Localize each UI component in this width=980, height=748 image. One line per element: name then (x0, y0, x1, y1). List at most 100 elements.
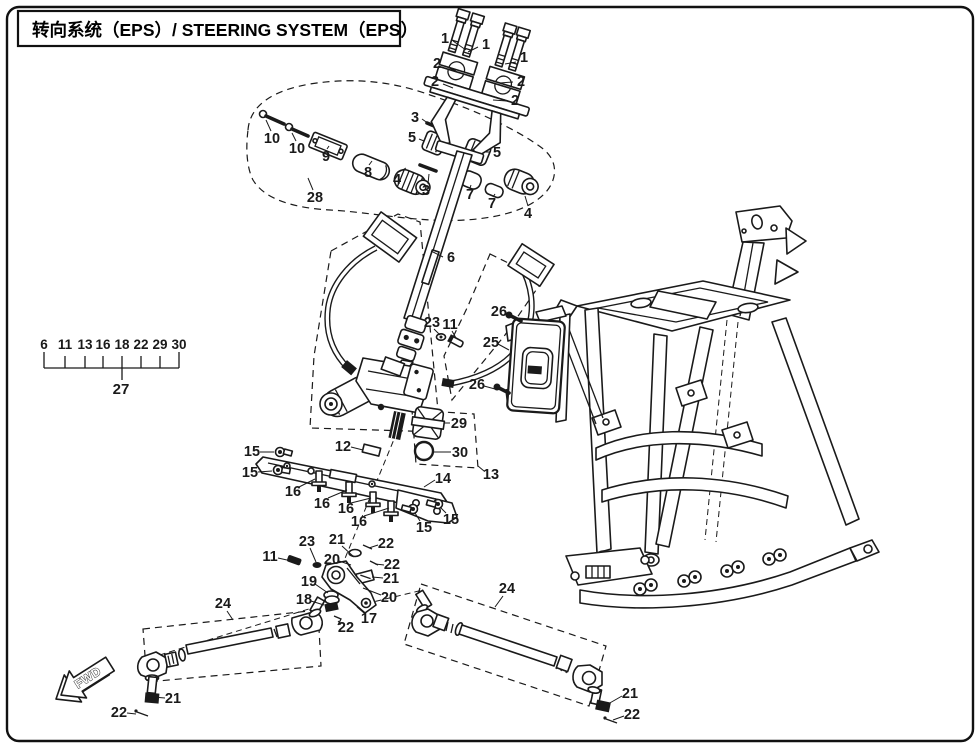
scale-label: 27 (113, 381, 130, 398)
callout-leader-28 (307, 177, 314, 191)
callout-11: 11 (262, 549, 277, 565)
callout-leader-24 (494, 595, 504, 608)
clamp-2 (485, 65, 526, 91)
callout-leader-22 (374, 563, 385, 566)
scale-number-22: 22 (133, 337, 148, 352)
callout-16: 16 (314, 496, 330, 512)
callout-leader-16 (298, 478, 316, 488)
callout-14: 14 (435, 471, 451, 487)
column-zone-outline (309, 213, 441, 433)
callout-leader-4 (524, 195, 529, 207)
scale-number-13: 13 (77, 337, 93, 352)
callout-23: 23 (299, 534, 315, 550)
callout-leader-1 (467, 46, 479, 53)
bracket-9 (308, 131, 348, 161)
callout-leader-8 (368, 160, 373, 166)
callout-leader-23 (309, 547, 317, 563)
tie-rod-right (411, 589, 618, 724)
nut-21 (144, 692, 160, 704)
bolt-15 (425, 498, 444, 510)
title-box: 转向系统（EPS）/ STEERING SYSTEM（EPS） (16, 9, 418, 48)
callout-leader-19 (314, 583, 329, 594)
callout-leader-4 (398, 167, 407, 173)
frame (553, 205, 880, 609)
callout-leader-1 (504, 61, 517, 65)
tie-rod-left (134, 596, 326, 717)
callout-21: 21 (165, 691, 181, 707)
callout-leader-2 (499, 81, 514, 84)
cotter-pin-22 (605, 718, 618, 724)
callout-leader-12 (350, 446, 364, 451)
callout-leader-6 (430, 250, 444, 258)
tie-rod-right-outline (403, 583, 607, 707)
bolt-1 (494, 22, 518, 68)
callout-leader-14 (423, 479, 436, 488)
callout-leader-2 (444, 65, 457, 72)
o-ring-30 (413, 440, 435, 462)
callout-leader-21 (341, 545, 355, 558)
callout-leader-15 (257, 470, 273, 473)
cotter-pin-22 (333, 615, 342, 626)
pin-3b (418, 163, 438, 173)
callout-26: 26 (469, 377, 485, 393)
cap-4b (503, 168, 539, 196)
clamp-2 (438, 51, 479, 76)
washer-20 (348, 548, 362, 558)
stud-16 (311, 470, 327, 492)
nut-21 (355, 569, 375, 585)
callout-21: 21 (329, 532, 345, 548)
callout-leader-20 (338, 560, 352, 566)
callout-leader-10 (265, 119, 272, 132)
callout-9: 9 (322, 149, 330, 165)
scale-number-16: 16 (95, 337, 111, 352)
callout-22: 22 (384, 557, 400, 573)
callout-25: 25 (483, 335, 499, 351)
washer-23 (312, 562, 322, 568)
callout-2: 2 (517, 74, 525, 90)
right-harness-zone-outline (443, 253, 544, 402)
bolt-11 (447, 334, 464, 348)
bolt-15 (400, 503, 419, 515)
callout-leader-9 (326, 145, 330, 150)
callout-leader-10 (291, 132, 297, 142)
ecu-module (493, 305, 604, 425)
callout-leader-15 (414, 512, 421, 522)
callout-13: 13 (483, 467, 499, 483)
callout-5: 5 (408, 130, 416, 146)
bolt-15 (274, 446, 294, 458)
callout-22: 22 (111, 705, 127, 721)
scale-number-6: 6 (40, 337, 48, 352)
callout-leader-22 (612, 715, 625, 721)
cylinder-8 (351, 153, 391, 181)
page-title: 转向系统（EPS）/ STEERING SYSTEM（EPS） (32, 20, 418, 40)
callout-7: 7 (466, 187, 474, 203)
callout-leader-7 (469, 184, 472, 189)
pin-7b (484, 182, 504, 199)
callout-7: 7 (488, 196, 496, 212)
callout-10: 10 (289, 141, 305, 157)
callout-30: 30 (452, 445, 468, 461)
callout-leader-24 (226, 610, 234, 621)
callout-leader-11 (277, 557, 288, 561)
callout-24: 24 (215, 596, 231, 612)
callout-28: 28 (307, 190, 323, 206)
callout-22: 22 (624, 707, 640, 723)
callout-8: 8 (364, 165, 372, 181)
callout-leader-26 (483, 385, 496, 390)
scale-number-29: 29 (152, 337, 167, 352)
callout-18: 18 (296, 592, 312, 608)
callout-2: 2 (433, 56, 441, 72)
callout-leader-3 (421, 118, 430, 125)
callout-leader-21 (371, 576, 384, 579)
callout-12: 12 (335, 439, 351, 455)
output-spline (388, 411, 406, 440)
plate-12 (361, 443, 382, 457)
callout-leader-26 (505, 312, 514, 318)
callout-leader-11 (451, 330, 457, 339)
callout-leader-22 (337, 620, 342, 625)
bolt-1 (461, 12, 486, 58)
